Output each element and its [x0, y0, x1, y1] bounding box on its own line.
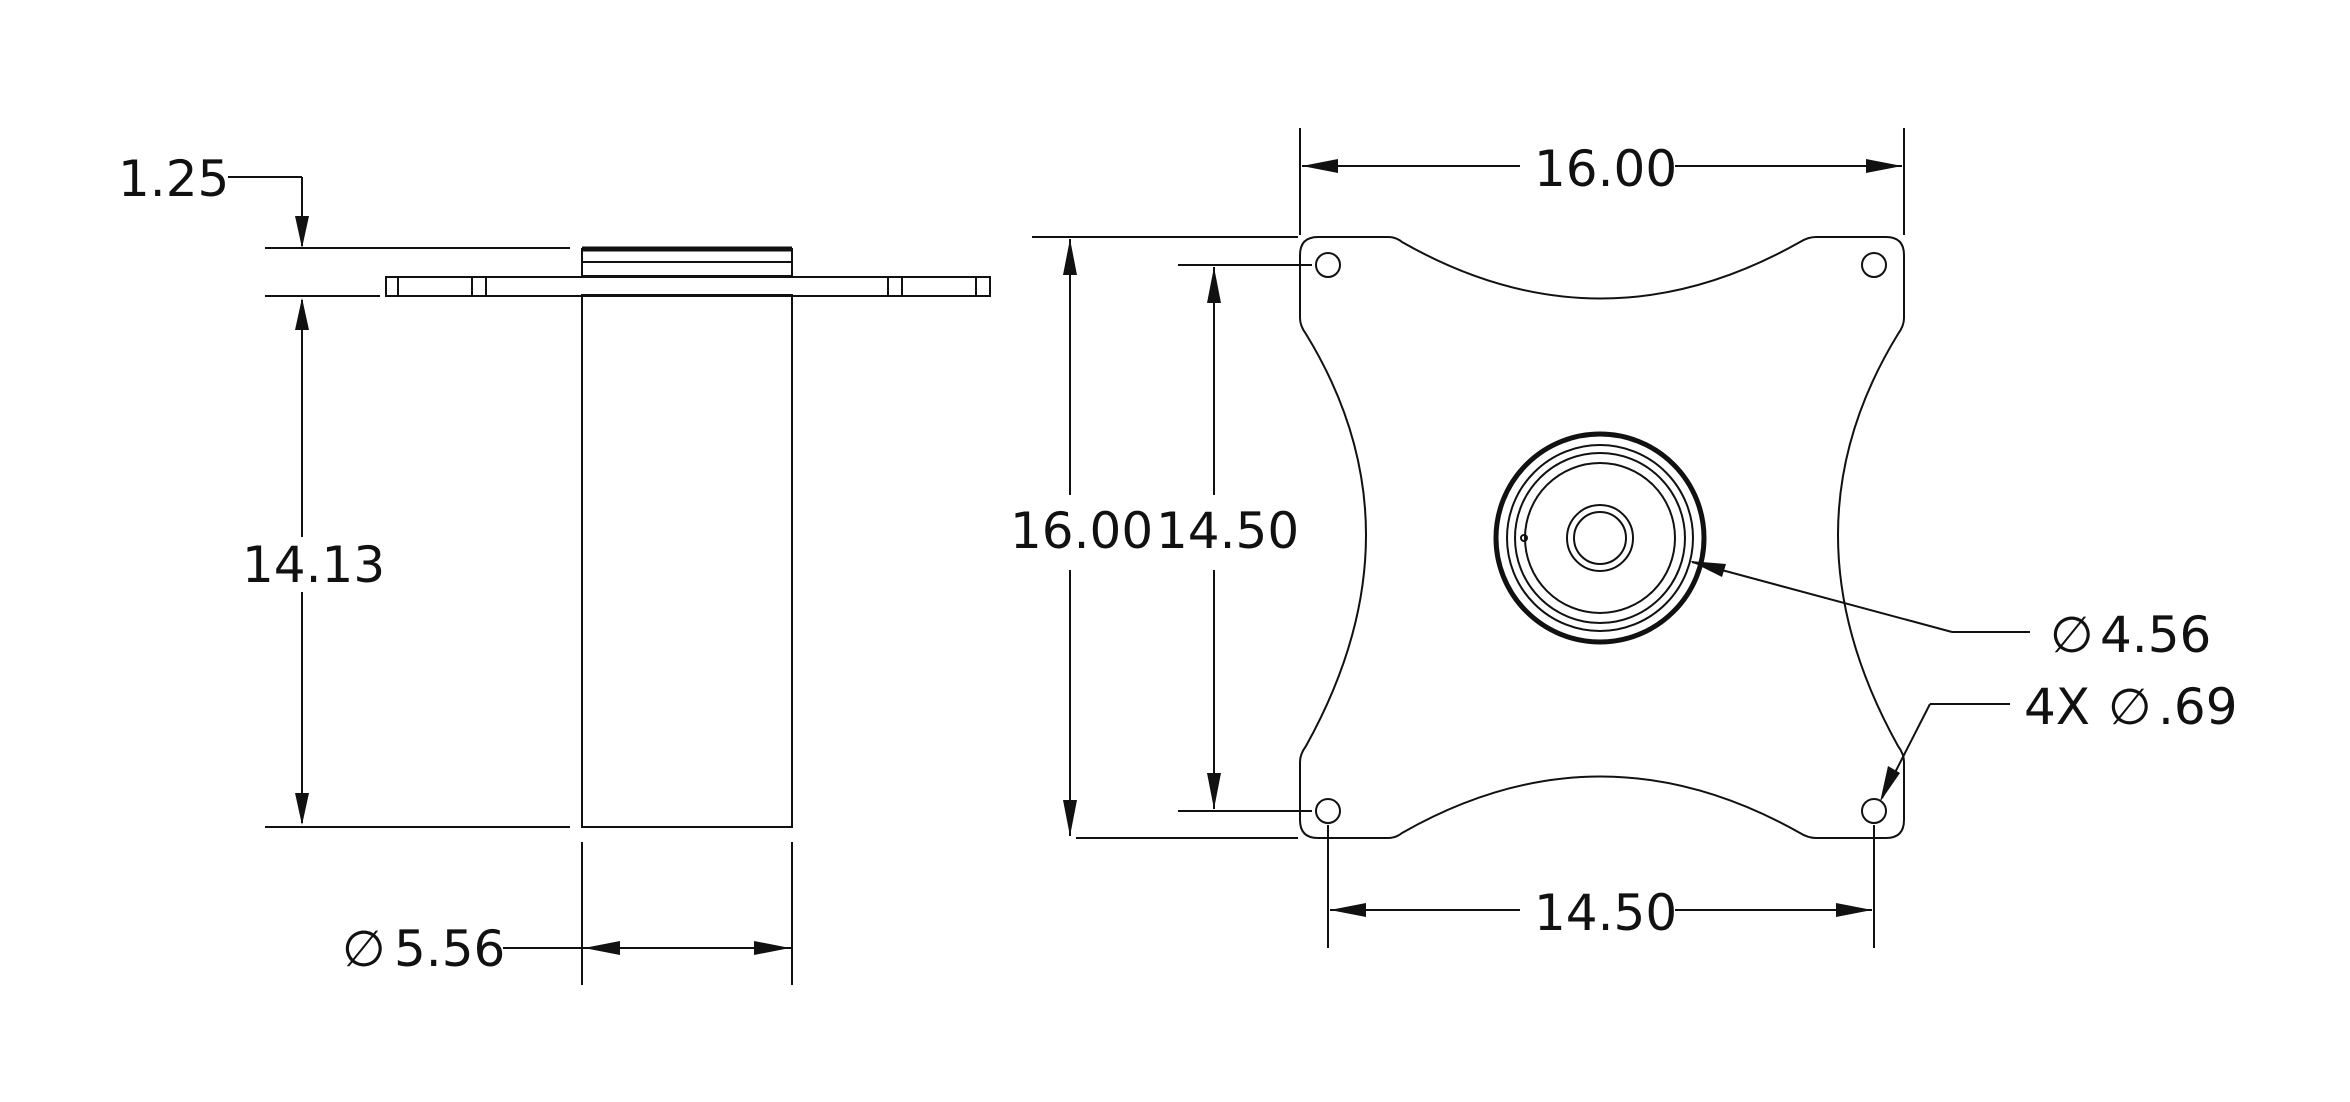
dim-label-plate-width: 16.00 — [1534, 140, 1677, 198]
dim-label-flange-thickness: 1.25 — [118, 150, 229, 208]
dim-label-post-diameter-symbol: ∅ — [342, 920, 386, 978]
mounting-hole-top-right — [1861, 252, 1887, 278]
side-view — [385, 246, 991, 828]
post-body — [581, 294, 793, 828]
hub-cap — [581, 261, 793, 277]
dim-hole-spacing-vertical: 14.50 — [1156, 264, 1312, 812]
dim-label-post-height: 14.13 — [242, 536, 385, 594]
dim-label-post-diameter: 5.56 — [394, 920, 505, 978]
dim-label-hub-diameter: 4.56 — [2100, 606, 2211, 664]
dim-label-hub-diameter-symbol: ∅ — [2050, 606, 2094, 664]
mounting-hole-top-left — [1315, 252, 1341, 278]
flange-plate — [385, 276, 991, 297]
dim-post-diameter: ∅ 5.56 — [342, 842, 793, 985]
mounting-hole-bottom-left — [1315, 798, 1341, 824]
dim-label-hole-spacing-horizontal: 14.50 — [1534, 884, 1677, 942]
dim-label-hole-diameter: .69 — [2158, 678, 2238, 736]
dim-post-height: 14.13 — [242, 298, 570, 828]
front-view — [1299, 236, 1905, 839]
dim-plate-height: 16.00 — [1010, 236, 1298, 839]
leader-hole-diameter: 4X ∅ .69 — [1880, 678, 2238, 802]
dim-hole-spacing-horizontal: 14.50 — [1327, 825, 1875, 948]
dim-label-hole-count: 4X — [2024, 678, 2090, 736]
mounting-hole-bottom-right — [1861, 798, 1887, 824]
dim-flange-thickness: 1.25 — [118, 150, 570, 297]
center-hub — [1493, 431, 1707, 645]
mounting-plate — [1299, 236, 1905, 839]
dim-label-hole-diameter-symbol: ∅ — [2108, 678, 2152, 736]
leader-hub-diameter: ∅ 4.56 — [1690, 561, 2211, 664]
dim-label-plate-height: 16.00 — [1010, 502, 1153, 560]
dim-plate-width: 16.00 — [1299, 128, 1905, 235]
dim-label-hole-spacing-vertical: 14.50 — [1156, 502, 1299, 560]
